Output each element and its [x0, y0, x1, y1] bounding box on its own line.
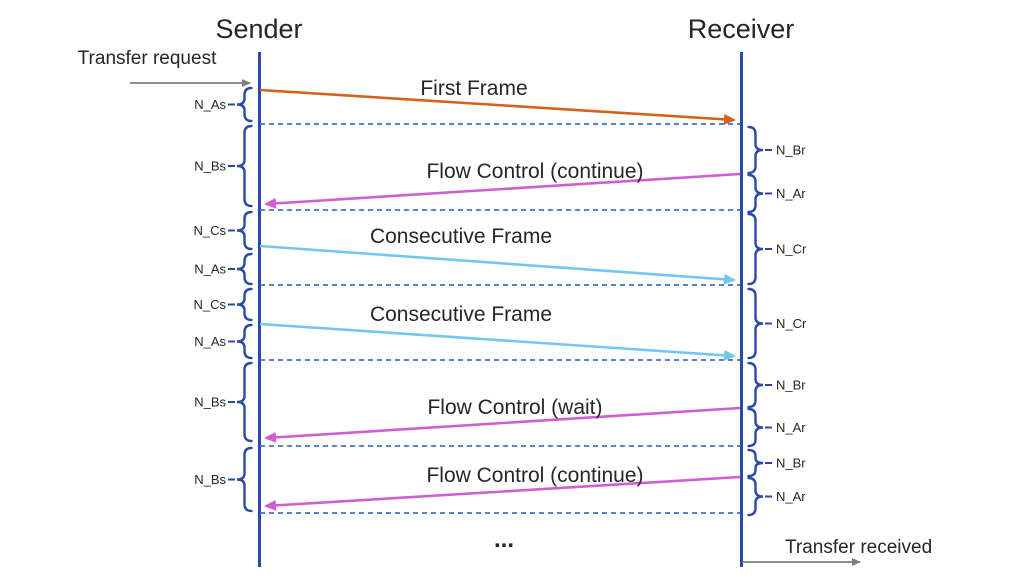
- timing-brace: [747, 125, 764, 175]
- timing-brace: [236, 124, 253, 208]
- sender-title: Sender: [215, 14, 302, 44]
- message-label: Consecutive Frame: [370, 225, 552, 248]
- flow-control-continue-arrow: [264, 475, 741, 511]
- timing-brace: [236, 446, 253, 513]
- first-frame-arrow: [259, 88, 736, 125]
- timing-brace: [747, 448, 764, 478]
- timing-label: N_Br: [776, 456, 806, 471]
- timing-label: N_As: [194, 334, 226, 349]
- timing-brace: [236, 323, 253, 360]
- timing-label: N_Bs: [194, 472, 226, 487]
- timing-label: N_Cr: [776, 316, 807, 331]
- message-label: First Frame: [420, 77, 527, 100]
- timing-label: N_Cs: [193, 223, 226, 238]
- timing-brace: [236, 210, 253, 251]
- timing-label: N_Ar: [776, 489, 806, 504]
- message-label: Flow Control (wait): [427, 396, 602, 419]
- timing-brace: [747, 212, 764, 286]
- message-label: Flow Control (continue): [426, 160, 643, 183]
- timing-brace: [747, 287, 764, 360]
- timing-brace: [747, 361, 764, 409]
- timing-brace: [747, 407, 764, 448]
- timing-brace: [236, 252, 253, 286]
- message-label: Flow Control (continue): [426, 464, 643, 487]
- message-label: Consecutive Frame: [370, 303, 552, 326]
- timing-brace: [236, 287, 253, 322]
- timing-label: N_As: [194, 262, 226, 277]
- timing-brace: [747, 173, 764, 214]
- transfer-received-label: Transfer received: [785, 537, 932, 558]
- timing-label: N_Bs: [194, 395, 226, 410]
- timing-label: N_Bs: [194, 159, 226, 174]
- timing-label: N_Br: [776, 143, 806, 158]
- timing-label: N_Cs: [193, 297, 226, 312]
- continuation-ellipsis: ...: [494, 526, 514, 553]
- timing-label: N_Ar: [776, 186, 806, 201]
- consecutive-frame-arrow: [259, 244, 736, 285]
- timing-brace: [236, 361, 253, 443]
- timing-brace: [747, 476, 764, 517]
- receiver-timing-braces: N_Br N_Ar N_Cr N_Cr N_Br N_Ar N_Br N_Ar: [747, 125, 807, 517]
- consecutive-frame-arrow: [259, 322, 736, 361]
- timing-label: N_Ar: [776, 420, 806, 435]
- flow-control-wait-arrow: [264, 406, 741, 443]
- timing-label: N_Cr: [776, 242, 807, 257]
- timing-label: N_Br: [776, 378, 806, 393]
- sender-timing-braces: N_As N_Bs N_Cs N_As N_Cs N_As N_Bs N_Bs: [193, 86, 253, 513]
- flow-control-continue-arrow: [264, 172, 741, 209]
- timing-brace: [236, 86, 253, 123]
- timing-label: N_As: [194, 97, 226, 112]
- transfer-request-label: Transfer request: [78, 48, 217, 69]
- receiver-title: Receiver: [688, 14, 795, 44]
